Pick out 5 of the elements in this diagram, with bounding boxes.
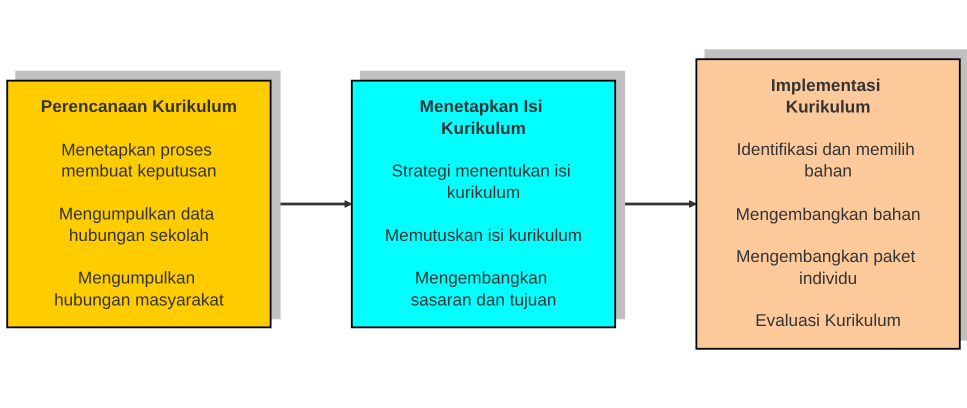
- arrow: [615, 200, 697, 208]
- node-box: Perencanaan Kurikulum Menetapkan proses membuat keputusan Mengumpulkan data hubungan sekolah Mengumpulkan hubungan masyarakat: [6, 80, 272, 328]
- node-box: Menetapkan Isi Kurikulum Strategi menentukan isi kurikulum Memutuskan isi kurikulum Mengembangkan sasaran dan tujuan: [350, 80, 616, 328]
- node-box: Implementasi Kurikulum Identifikasi dan memilih bahan Mengembangkan bahan Mengembangkan paket individu Evaluasi Kurikulum: [695, 58, 961, 350]
- arrow: [270, 200, 352, 208]
